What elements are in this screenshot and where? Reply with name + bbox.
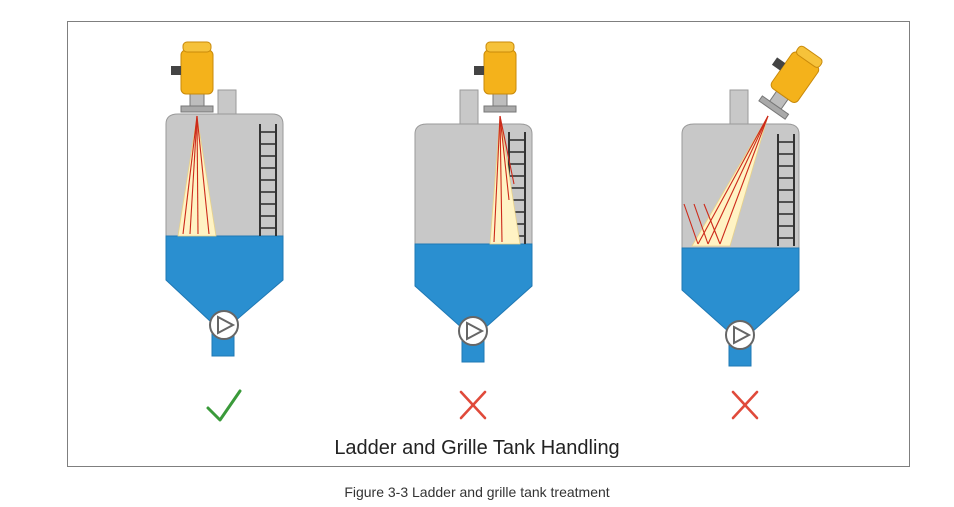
diagram-title: Ladder and Grille Tank Handling bbox=[334, 437, 620, 459]
tank-middle bbox=[414, 41, 533, 363]
tank-left bbox=[165, 41, 284, 357]
check-icon bbox=[206, 389, 242, 422]
cross-icon bbox=[731, 390, 759, 420]
tank-right bbox=[681, 37, 826, 367]
cross-icon bbox=[459, 390, 487, 420]
figure-caption: Figure 3-3 Ladder and grille tank treatm… bbox=[344, 484, 610, 500]
